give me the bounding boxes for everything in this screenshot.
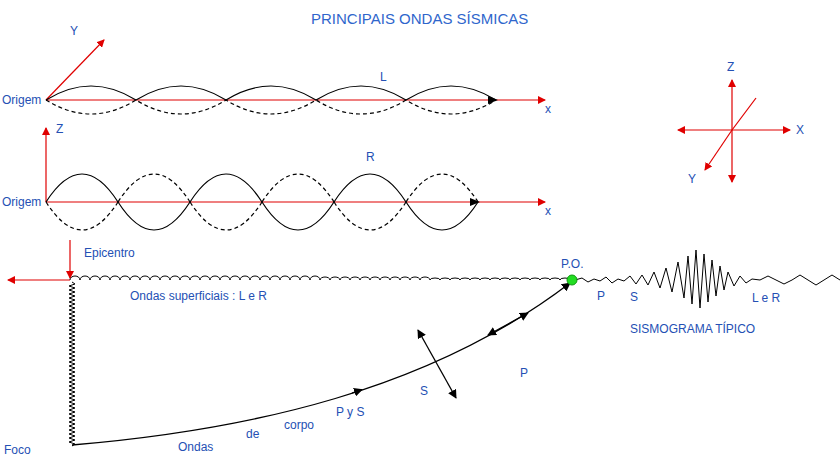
- wave-letter: R: [366, 150, 375, 164]
- surface-wave: [70, 276, 570, 280]
- body-wave-label: corpo: [284, 418, 314, 432]
- wave-letter: L: [380, 70, 387, 84]
- rayleigh-wave: [46, 174, 478, 230]
- seismogram-label: SISMOGRAMA TÍPICO: [630, 322, 755, 336]
- surface-arrow: [8, 279, 70, 280]
- epicenter-label: Epicentro: [84, 246, 135, 260]
- axis-letter: X: [796, 123, 804, 137]
- x-axis: [732, 129, 790, 130]
- epicenter-arrow: [69, 240, 70, 278]
- rayleigh-wave-dashed: [46, 174, 478, 230]
- wave-arrowhead: [470, 198, 480, 206]
- wave-letter: P: [520, 366, 528, 380]
- x-axis: [678, 129, 732, 130]
- s-wave-arrow: [418, 330, 456, 398]
- body-wave-label: Ondas: [178, 440, 213, 454]
- axis-letter: x: [545, 204, 551, 218]
- seismogram-trace: [575, 250, 840, 308]
- phase-label: S: [630, 290, 638, 304]
- wave-letter: S: [420, 384, 428, 398]
- phase-label: L e R: [752, 291, 780, 305]
- station-label: P.O.: [561, 257, 583, 271]
- body-wave-label: P y S: [336, 405, 364, 419]
- body-wave-label: de: [246, 427, 259, 441]
- focus-label: Foco: [4, 443, 31, 457]
- axis-letter: Y: [70, 24, 78, 38]
- z-axis: [731, 80, 732, 130]
- surface-wave-label: Ondas superficiais : L e R: [130, 289, 267, 303]
- focus-zigzag: [69, 282, 75, 446]
- wave-arrowhead: [488, 96, 498, 104]
- axis-letter: Z: [56, 122, 63, 136]
- diagram-title: PRINCIPAIS ONDAS SÍSMICAS: [311, 10, 528, 28]
- x-axis: [46, 99, 545, 100]
- origin-label: Origem: [2, 93, 41, 107]
- axis-letter: Z: [727, 60, 734, 74]
- axis-letter: x: [545, 102, 551, 116]
- love-wave: [46, 86, 496, 100]
- body-wave-ray: [72, 283, 570, 445]
- axis-letter: Y: [688, 172, 696, 186]
- z-axis: [45, 128, 46, 202]
- love-wave-dashed: [46, 100, 496, 114]
- z-axis: [731, 130, 732, 182]
- y-axis: [46, 40, 104, 100]
- ray-arrow: [352, 390, 362, 394]
- y-axis: [732, 98, 756, 130]
- y-axis: [705, 130, 732, 170]
- phase-label: P: [597, 289, 605, 303]
- origin-label: Origem: [2, 195, 41, 209]
- observation-point: [567, 275, 577, 285]
- p-wave-arrow: [488, 313, 528, 335]
